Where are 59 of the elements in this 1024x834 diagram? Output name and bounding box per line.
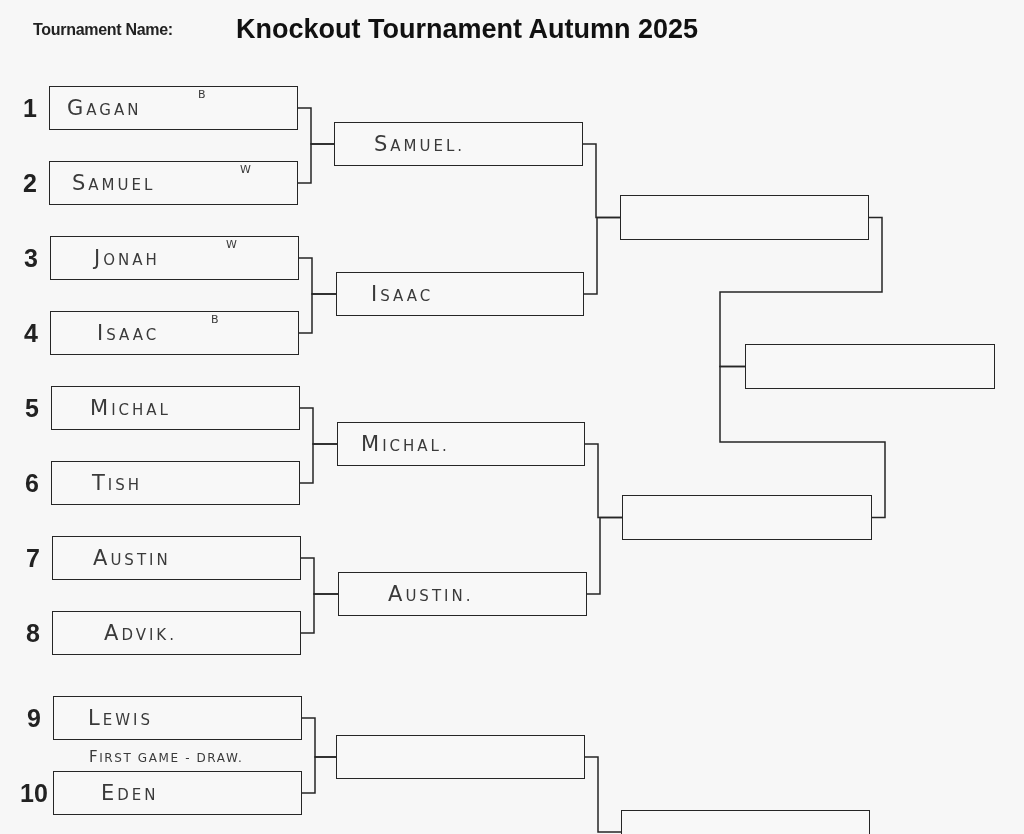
name-box xyxy=(53,696,302,740)
name-box xyxy=(50,236,299,280)
bracket-line xyxy=(583,216,621,295)
bracket-line xyxy=(301,756,337,794)
player-name: GAGAN xyxy=(67,96,142,121)
bracket-line xyxy=(298,293,337,334)
player-name: TISH xyxy=(92,471,143,496)
field-label: Tournament Name: xyxy=(33,20,173,40)
name-box xyxy=(338,572,587,616)
result-mark: B xyxy=(198,88,206,101)
blank-name-box xyxy=(336,735,585,779)
result-mark: B xyxy=(211,313,219,326)
player-name: AUSTIN xyxy=(93,546,171,571)
name-box xyxy=(334,122,583,166)
seed-number: 8 xyxy=(25,618,41,648)
player-name: EDEN xyxy=(101,781,159,806)
name-box xyxy=(49,161,298,205)
bracket-line xyxy=(586,516,623,595)
blank-name-box xyxy=(622,495,872,540)
bracket-line xyxy=(719,216,883,368)
name-box xyxy=(53,771,302,815)
seed-number: 5 xyxy=(24,393,40,423)
name-box xyxy=(336,272,584,316)
seed-number: 10 xyxy=(19,778,49,808)
player-name: MICHAL xyxy=(90,396,171,421)
blank-name-box xyxy=(620,195,869,240)
bracket-line xyxy=(719,365,886,519)
player-name: ADVIK. xyxy=(104,621,177,646)
blank-name-box xyxy=(745,344,995,389)
seed-number: 2 xyxy=(22,168,38,198)
seed-number: 1 xyxy=(22,93,38,123)
player-name: MICHAL. xyxy=(361,432,450,457)
player-name: JONAH xyxy=(94,246,160,271)
player-name: AUSTIN. xyxy=(388,582,474,607)
player-name: SAMUEL xyxy=(72,171,156,196)
seed-number: 9 xyxy=(26,703,42,733)
name-box xyxy=(49,86,298,130)
player-name: ISAAC xyxy=(97,321,160,346)
seed-number: 6 xyxy=(24,468,40,498)
seed-number: 4 xyxy=(23,318,39,348)
name-box xyxy=(50,311,299,355)
player-name: SAMUEL. xyxy=(374,132,466,157)
title: Knockout Tournament Autumn 2025 xyxy=(236,13,699,46)
player-name: LEWIS xyxy=(88,706,153,731)
result-mark: W xyxy=(240,163,251,176)
seed-number: 7 xyxy=(25,543,41,573)
result-mark: W xyxy=(226,238,237,251)
player-name: ISAAC xyxy=(371,282,434,307)
bracket-line xyxy=(300,593,339,634)
bracket-line xyxy=(297,143,335,184)
bracket-line xyxy=(584,756,622,833)
handwritten-note: FIRST GAME - DRAW. xyxy=(89,749,244,766)
name-box xyxy=(51,386,300,430)
seed-number: 3 xyxy=(23,243,39,273)
name-box xyxy=(337,422,585,466)
name-box xyxy=(52,536,301,580)
name-box xyxy=(51,461,300,505)
name-box xyxy=(52,611,301,655)
bracket-line xyxy=(299,443,338,484)
